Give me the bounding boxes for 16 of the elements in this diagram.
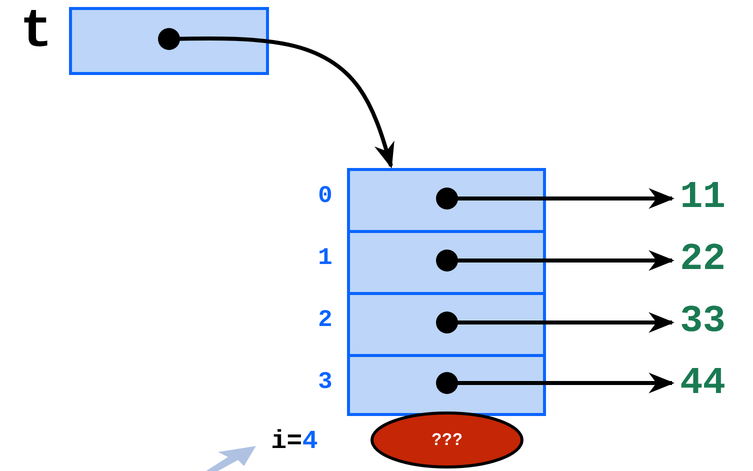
counter-label: i=4 bbox=[271, 426, 318, 456]
index-label: 1 bbox=[318, 245, 332, 272]
arrow bbox=[436, 250, 675, 272]
index-label: 2 bbox=[318, 307, 332, 334]
index-label: 3 bbox=[318, 369, 332, 396]
value-label: 22 bbox=[680, 241, 726, 279]
arrow bbox=[436, 372, 675, 394]
variable-name: t bbox=[20, 2, 52, 63]
arrow bbox=[158, 28, 394, 168]
arrow bbox=[436, 312, 675, 334]
value-label: 33 bbox=[680, 303, 726, 341]
ellipse-label: ??? bbox=[431, 430, 463, 450]
value-label: 11 bbox=[680, 179, 726, 217]
value-label: 44 bbox=[680, 365, 726, 403]
index-label: 0 bbox=[318, 183, 332, 210]
arrow bbox=[436, 188, 675, 210]
